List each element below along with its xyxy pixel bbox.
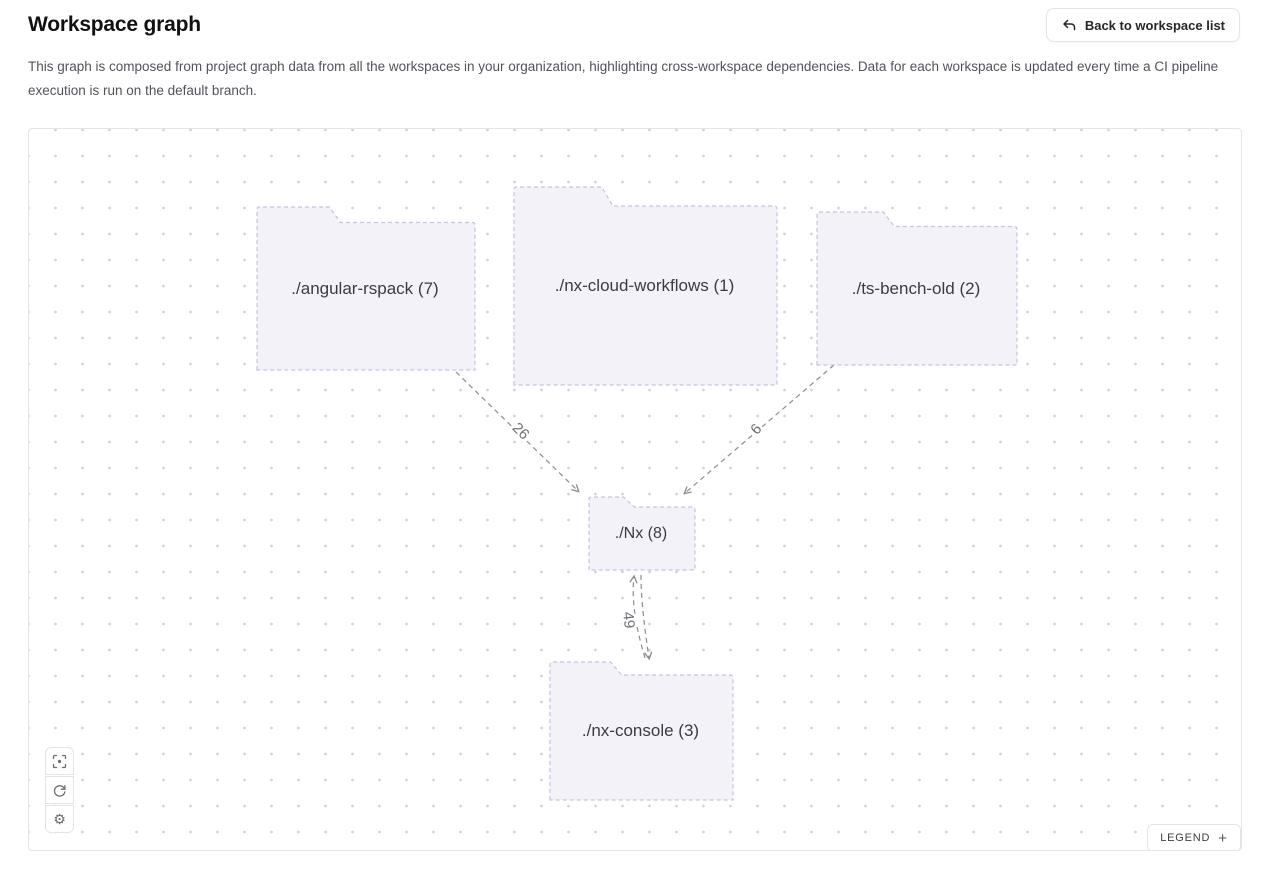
back-to-workspace-list-button[interactable]: Back to workspace list — [1045, 8, 1240, 42]
back-button-label: Back to workspace list — [1084, 17, 1225, 33]
refresh-button[interactable] — [45, 776, 74, 804]
plus-icon: + — [1218, 829, 1228, 847]
edge-label-6: 6 — [747, 421, 765, 439]
settings-button[interactable]: ⚙ — [45, 805, 74, 833]
node-nx-console[interactable]: ./nx-console (3) — [547, 661, 734, 801]
node-ts-bench-old[interactable]: ./ts-bench-old (2) — [814, 211, 1018, 366]
page-title: Workspace graph — [28, 13, 201, 36]
graph-canvas[interactable]: 26 6 49 ./angular-rspack (7) ./nx-cloud-… — [28, 128, 1242, 851]
legend-label: LEGEND — [1160, 832, 1211, 844]
edge-nx-to-nxconsole — [640, 574, 653, 661]
settings-gear-icon: ⚙ — [53, 810, 66, 827]
edge-label-49: 49 — [619, 611, 638, 629]
page-description: This graph is composed from project grap… — [28, 59, 1219, 98]
focus-icon — [52, 754, 67, 769]
focus-button[interactable] — [45, 747, 74, 775]
refresh-icon — [52, 783, 67, 798]
node-nx-cloud-workflows[interactable]: ./nx-cloud-workflows (1) — [511, 186, 778, 386]
node-angular-rspack[interactable]: ./angular-rspack (7) — [254, 206, 476, 371]
edge-label-26: 26 — [509, 419, 533, 443]
legend-button[interactable]: LEGEND + — [1147, 824, 1241, 850]
back-arrow-icon — [1061, 17, 1077, 33]
edge-nxconsole-to-nx — [629, 574, 646, 659]
graph-toolbar: ⚙ — [45, 747, 74, 833]
node-nx[interactable]: ./Nx (8) — [586, 496, 696, 571]
edge-angular-to-nx — [455, 371, 580, 493]
